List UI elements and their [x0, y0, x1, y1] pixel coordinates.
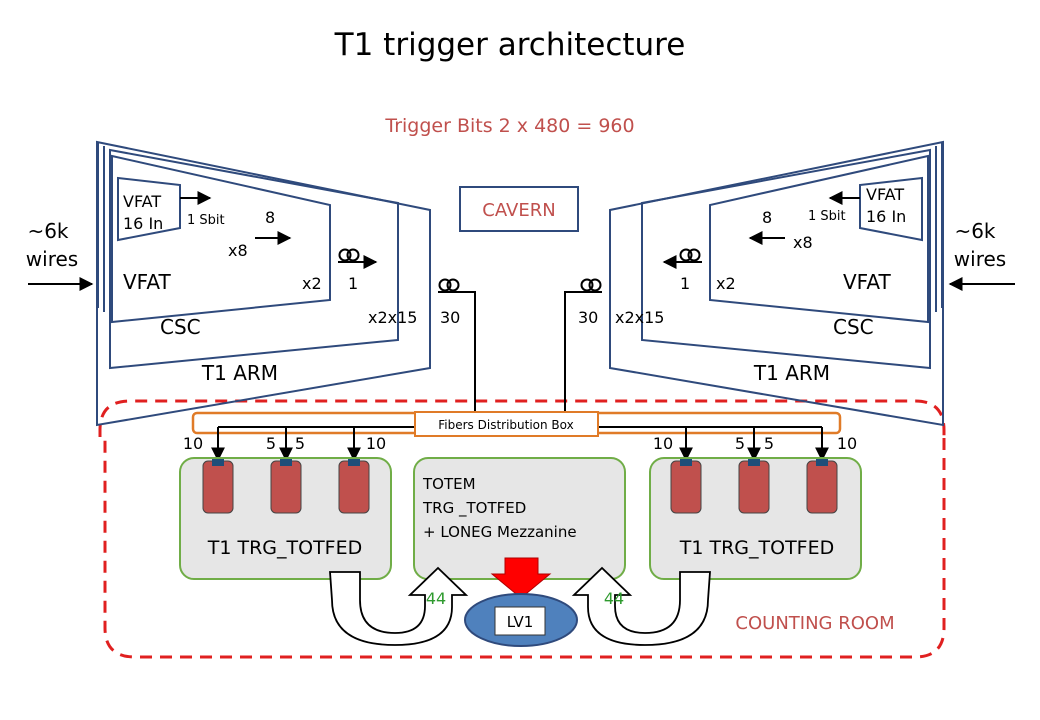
left-thirty-label: 30 — [440, 308, 460, 327]
left-csc-label: CSC — [160, 315, 201, 339]
chip-connector — [348, 459, 360, 466]
right-x8-label: x8 — [793, 233, 813, 252]
wires-right-line2: wires — [954, 247, 1006, 271]
right-arm: VFAT 16 In 1 Sbit 8 x8 VFAT x2 1 CSC 30 … — [564, 140, 944, 427]
center-board-line2: TRG _TOTFED — [422, 499, 526, 518]
chip — [738, 460, 770, 514]
right-board-chips — [670, 459, 838, 514]
chip-connector — [212, 459, 224, 466]
right-fiber-coil-1 — [679, 248, 701, 262]
right-fiber-coil-2 — [580, 278, 602, 292]
right-vfat-chip — [859, 176, 923, 242]
right-count-1: 10 — [653, 434, 673, 453]
right-x2x15-label: x2x15 — [615, 308, 664, 327]
left-sbit-label: 1 Sbit — [187, 213, 225, 228]
left-arm: VFAT 16 In 1 Sbit 8 x8 VFAT x2 1 CSC x2x… — [96, 140, 476, 427]
right-csc-outline — [641, 148, 931, 370]
left-fiber-link — [438, 291, 476, 411]
right-count-2: 5 — [735, 434, 745, 453]
bus-drop-arrows — [211, 427, 829, 462]
left-count-1: 10 — [183, 434, 203, 453]
chip-connector — [680, 459, 692, 466]
wires-right-line1: ~6k — [954, 219, 995, 243]
left-count-2: 5 — [266, 434, 276, 453]
right-vfat-chip-line2: 16 In — [866, 207, 906, 226]
right-eight-label: 8 — [762, 208, 772, 227]
right-loop-arrow — [571, 566, 711, 646]
left-csc-outline — [109, 148, 399, 370]
chip-connector — [748, 459, 760, 466]
trigger-bits-label: Trigger Bits 2 x 480 = 960 — [384, 115, 634, 137]
cavern-box — [459, 186, 579, 232]
left-arm-outline — [96, 140, 431, 427]
left-x2-label: x2 — [302, 274, 322, 293]
left-arm-label: T1 ARM — [201, 361, 278, 385]
cavern-label: CAVERN — [482, 200, 555, 221]
right-arm-label: T1 ARM — [753, 361, 830, 385]
link-left-label: 44 — [426, 589, 446, 608]
right-x2-label: x2 — [716, 274, 736, 293]
right-csc-label: CSC — [833, 315, 874, 339]
left-vfat-chip — [117, 176, 181, 242]
left-board-label: T1 TRG_TOTFED — [207, 537, 363, 559]
counting-room-label: COUNTING ROOM — [735, 613, 894, 634]
center-board-line1: TOTEM — [422, 475, 476, 493]
lv1-down-arrow — [490, 557, 552, 599]
right-vfat-outline — [709, 154, 929, 324]
left-board-chips — [202, 459, 370, 514]
wires-left-line1: ~6k — [27, 219, 68, 243]
lv1-label: LV1 — [507, 613, 534, 631]
left-x2x15-label: x2x15 — [368, 308, 417, 327]
page-title: T1 trigger architecture — [334, 27, 686, 63]
center-board-line3: + LONEG Mezzanine — [423, 523, 577, 541]
link-right-label: 44 — [604, 589, 624, 608]
fiber-box-label: Fibers Distribution Box — [438, 418, 574, 432]
left-count-3: 5 — [295, 434, 305, 453]
chip — [270, 460, 302, 514]
right-thirty-label: 30 — [578, 308, 598, 327]
left-loop-arrow — [329, 566, 469, 646]
chip — [806, 460, 838, 514]
right-count-3: 5 — [764, 434, 774, 453]
right-count-4: 10 — [837, 434, 857, 453]
counting-room-region — [98, 399, 946, 659]
left-eight-label: 8 — [265, 208, 275, 227]
chip — [202, 460, 234, 514]
right-arm-outline — [609, 140, 944, 427]
left-vfat-chip-line2: 16 In — [123, 214, 163, 233]
left-vfat-label: VFAT — [123, 270, 171, 294]
right-vfat-chip-line1: VFAT — [866, 185, 904, 204]
chip — [338, 460, 370, 514]
left-x8-label: x8 — [228, 241, 248, 260]
chip-connector — [816, 459, 828, 466]
right-sbit-label: 1 Sbit — [808, 209, 846, 224]
right-fiber-link — [564, 291, 602, 411]
left-fiber-coil-2 — [438, 278, 460, 292]
chip — [670, 460, 702, 514]
left-one-label: 1 — [348, 274, 358, 293]
chip-connector — [280, 459, 292, 466]
right-vfat-label: VFAT — [843, 270, 891, 294]
right-one-label: 1 — [680, 274, 690, 293]
left-fiber-coil-1 — [338, 248, 360, 262]
left-count-4: 10 — [366, 434, 386, 453]
right-board-label: T1 TRG_TOTFED — [679, 537, 835, 559]
lv1-box — [494, 606, 546, 636]
left-vfat-chip-line1: VFAT — [123, 192, 161, 211]
left-vfat-outline — [111, 154, 331, 324]
wires-left-line2: wires — [26, 247, 78, 271]
fiber-box — [414, 411, 599, 437]
